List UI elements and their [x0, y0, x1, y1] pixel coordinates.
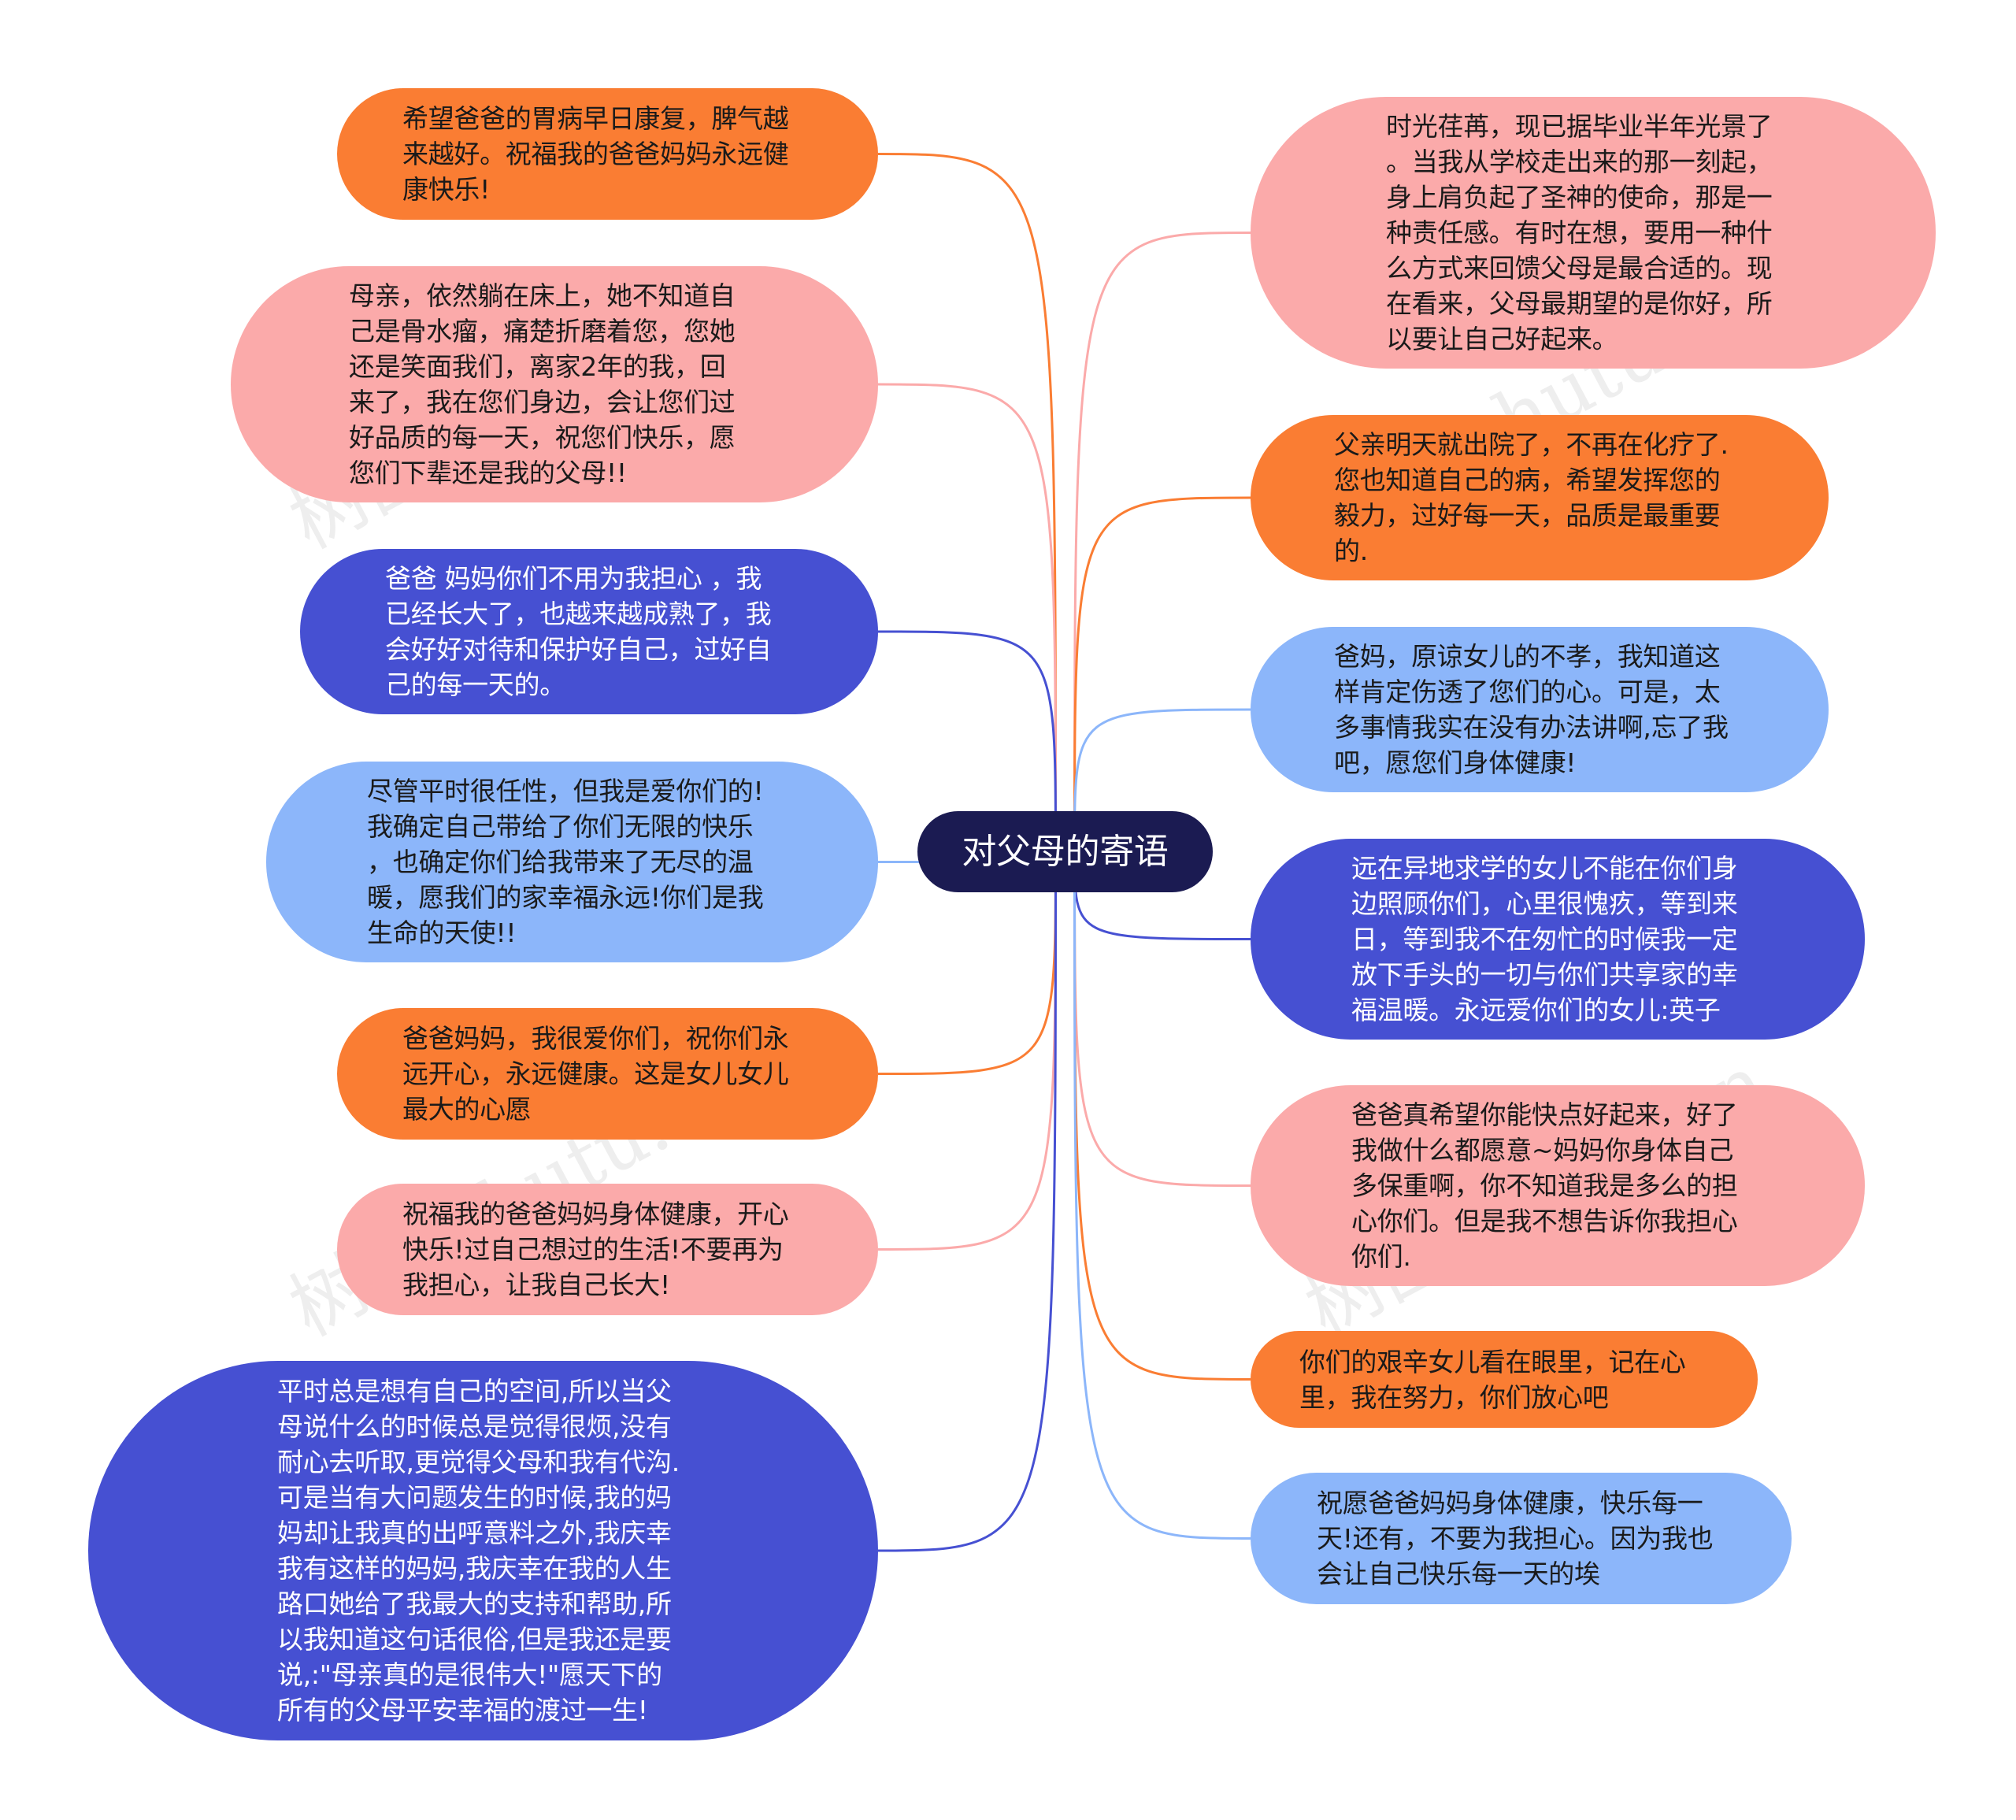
branch-node-left[interactable]: 祝福我的爸爸妈妈身体健康，开心 快乐!过自己想过的生活!不要再为 我担心，让我自… — [337, 1184, 878, 1315]
connector-line — [877, 851, 1057, 1552]
branch-text: 祝福我的爸爸妈妈身体健康，开心 快乐!过自己想过的生活!不要再为 我担心，让我自… — [402, 1199, 789, 1300]
branch-text: 平时总是想有自己的空间,所以当父 母说什么的时候总是觉得很烦,没有 耐心去听取,… — [277, 1376, 680, 1725]
branch-text: 时光荏苒，现已据毕业半年光景了 。当我从学校走出来的那一刻起， 身上肩负起了圣神… — [1386, 111, 1773, 354]
branch-text: 祝愿爸爸妈妈身体健康，快乐每一 天!还有，不要为我担心。因为我也 会让自己快乐每… — [1317, 1488, 1714, 1589]
central-topic-label: 对父母的寄语 — [962, 831, 1169, 872]
branch-text: 爸爸真希望你能快点好起来，好了 我做什么都愿意~妈妈你身体自己 多保重啊，你不知… — [1351, 1099, 1738, 1272]
branch-node-right[interactable]: 远在异地求学的女儿不能在你们身 边照顾你们，心里很愧疚，等到来 日，等到我不在匆… — [1251, 839, 1865, 1040]
connector-line — [1073, 851, 1251, 1540]
connector-line — [877, 153, 1057, 852]
connector-line — [1073, 708, 1251, 852]
branch-node-right[interactable]: 时光荏苒，现已据毕业半年光景了 。当我从学校走出来的那一刻起， 身上肩负起了圣神… — [1251, 97, 1936, 369]
branch-text: 爸爸 妈妈你们不用为我担心 ，我 已经长大了，也越来越成熟了，我 会好好对待和保… — [385, 563, 772, 700]
branch-node-left[interactable]: 爸爸妈妈，我很爱你们，祝你们永 远开心，永远健康。这是女儿女儿 最大的心愿 — [337, 1008, 878, 1140]
connector-line — [1073, 851, 1251, 1187]
branch-node-right[interactable]: 父亲明天就出院了，不再在化疗了. 您也知道自己的病，希望发挥您的 毅力，过好每一… — [1251, 415, 1829, 580]
branch-node-right[interactable]: 你们的艰辛女儿看在眼里，记在心 里，我在努力，你们放心吧 — [1251, 1331, 1758, 1428]
branch-text: 尽管平时很任性，但我是爱你们的! 我确定自己带给了你们无限的快乐 ，也确定你们给… — [367, 776, 764, 948]
branch-node-left[interactable]: 尽管平时很任性，但我是爱你们的! 我确定自己带给了你们无限的快乐 ，也确定你们给… — [266, 762, 878, 962]
branch-text: 爸妈，原谅女儿的不孝，我知道这 样肯定伤透了您们的心。可是，太 多事情我实在没有… — [1334, 641, 1729, 778]
branch-text: 远在异地求学的女儿不能在你们身 边照顾你们，心里很愧疚，等到来 日，等到我不在匆… — [1351, 853, 1738, 1025]
connector-line — [877, 630, 1057, 852]
branch-node-left[interactable]: 爸爸 妈妈你们不用为我担心 ，我 已经长大了，也越来越成熟了，我 会好好对待和保… — [300, 549, 878, 714]
branch-node-left[interactable]: 母亲，依然躺在床上，她不知道自 己是骨水瘤，痛楚折磨着您，您她 还是笑面我们，离… — [231, 266, 878, 502]
branch-text: 父亲明天就出院了，不再在化疗了. 您也知道自己的病，希望发挥您的 毅力，过好每一… — [1334, 429, 1729, 566]
branch-text: 爸爸妈妈，我很爱你们，祝你们永 远开心，永远健康。这是女儿女儿 最大的心愿 — [402, 1023, 789, 1125]
connector-line — [1073, 496, 1251, 852]
branch-node-right[interactable]: 爸妈，原谅女儿的不孝，我知道这 样肯定伤透了您们的心。可是，太 多事情我实在没有… — [1251, 627, 1829, 792]
branch-node-right[interactable]: 祝愿爸爸妈妈身体健康，快乐每一 天!还有，不要为我担心。因为我也 会让自己快乐每… — [1251, 1473, 1792, 1604]
branch-text: 希望爸爸的胃病早日康复，脾气越 来越好。祝福我的爸爸妈妈永远健 康快乐! — [402, 103, 789, 205]
branch-text: 母亲，依然躺在床上，她不知道自 己是骨水瘤，痛楚折磨着您，您她 还是笑面我们，离… — [349, 280, 736, 488]
central-topic[interactable]: 对父母的寄语 — [917, 811, 1213, 892]
branch-text: 你们的艰辛女儿看在眼里，记在心 里，我在努力，你们放心吧 — [1299, 1346, 1686, 1413]
branch-node-left[interactable]: 希望爸爸的胃病早日康复，脾气越 来越好。祝福我的爸爸妈妈永远健 康快乐! — [337, 88, 878, 220]
connector-line — [877, 383, 1057, 852]
branch-node-left[interactable]: 平时总是想有自己的空间,所以当父 母说什么的时候总是觉得很烦,没有 耐心去听取,… — [88, 1361, 878, 1740]
branch-node-right[interactable]: 爸爸真希望你能快点好起来，好了 我做什么都愿意~妈妈你身体自己 多保重啊，你不知… — [1251, 1085, 1865, 1286]
connector-line — [1073, 232, 1251, 852]
